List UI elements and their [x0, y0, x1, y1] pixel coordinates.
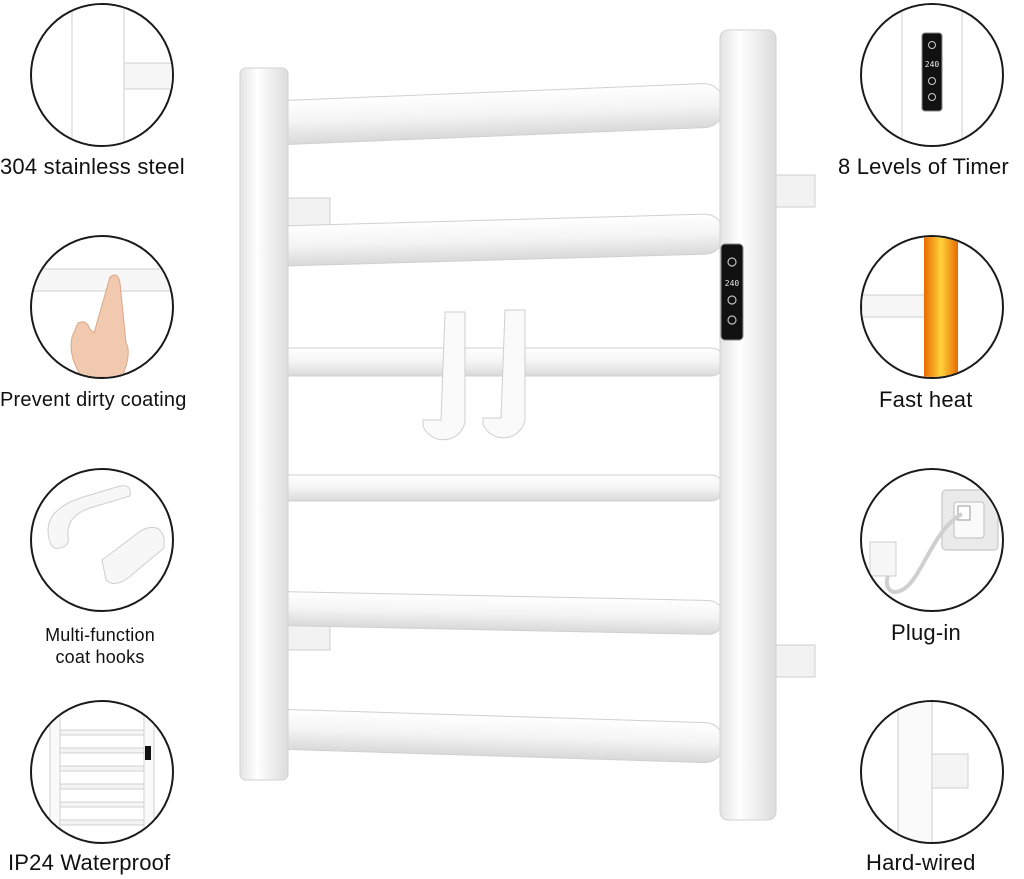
feature-label-heat: Fast heat	[879, 387, 973, 412]
control-panel: 240	[720, 243, 744, 341]
timer-display: 240	[725, 279, 740, 288]
coat-hook-icon	[30, 468, 174, 612]
feature-label-hooks: Multi-function coat hooks	[30, 624, 170, 668]
hardwire-bracket-icon	[860, 700, 1004, 844]
feature-label-timer: 8 Levels of Timer	[838, 154, 1009, 179]
towel-rack-icon	[30, 700, 174, 844]
wall-plug-icon	[860, 468, 1004, 612]
feature-label-hooks-line1: Multi-function	[45, 625, 155, 645]
timer-panel-icon: 240	[860, 3, 1004, 147]
heating-tube-icon	[860, 235, 1004, 379]
feature-label-hooks-line2: coat hooks	[55, 647, 145, 667]
feature-label-waterproof: IP24 Waterproof	[8, 850, 171, 875]
feature-label-coating: Prevent dirty coating	[0, 389, 187, 411]
wall-bracket	[287, 174, 816, 678]
coat-hooks	[422, 309, 526, 441]
timer-panel-display: 240	[925, 60, 940, 69]
feature-label-hardwired: Hard-wired	[866, 850, 976, 875]
feature-label-steel: 304 stainless steel	[0, 154, 185, 179]
feature-label-plug: Plug-in	[891, 620, 961, 645]
steel-tube-icon	[30, 3, 174, 147]
right-post	[719, 29, 777, 821]
rack-bars	[267, 83, 725, 764]
left-post	[239, 67, 289, 781]
finger-touch-icon	[30, 235, 174, 379]
